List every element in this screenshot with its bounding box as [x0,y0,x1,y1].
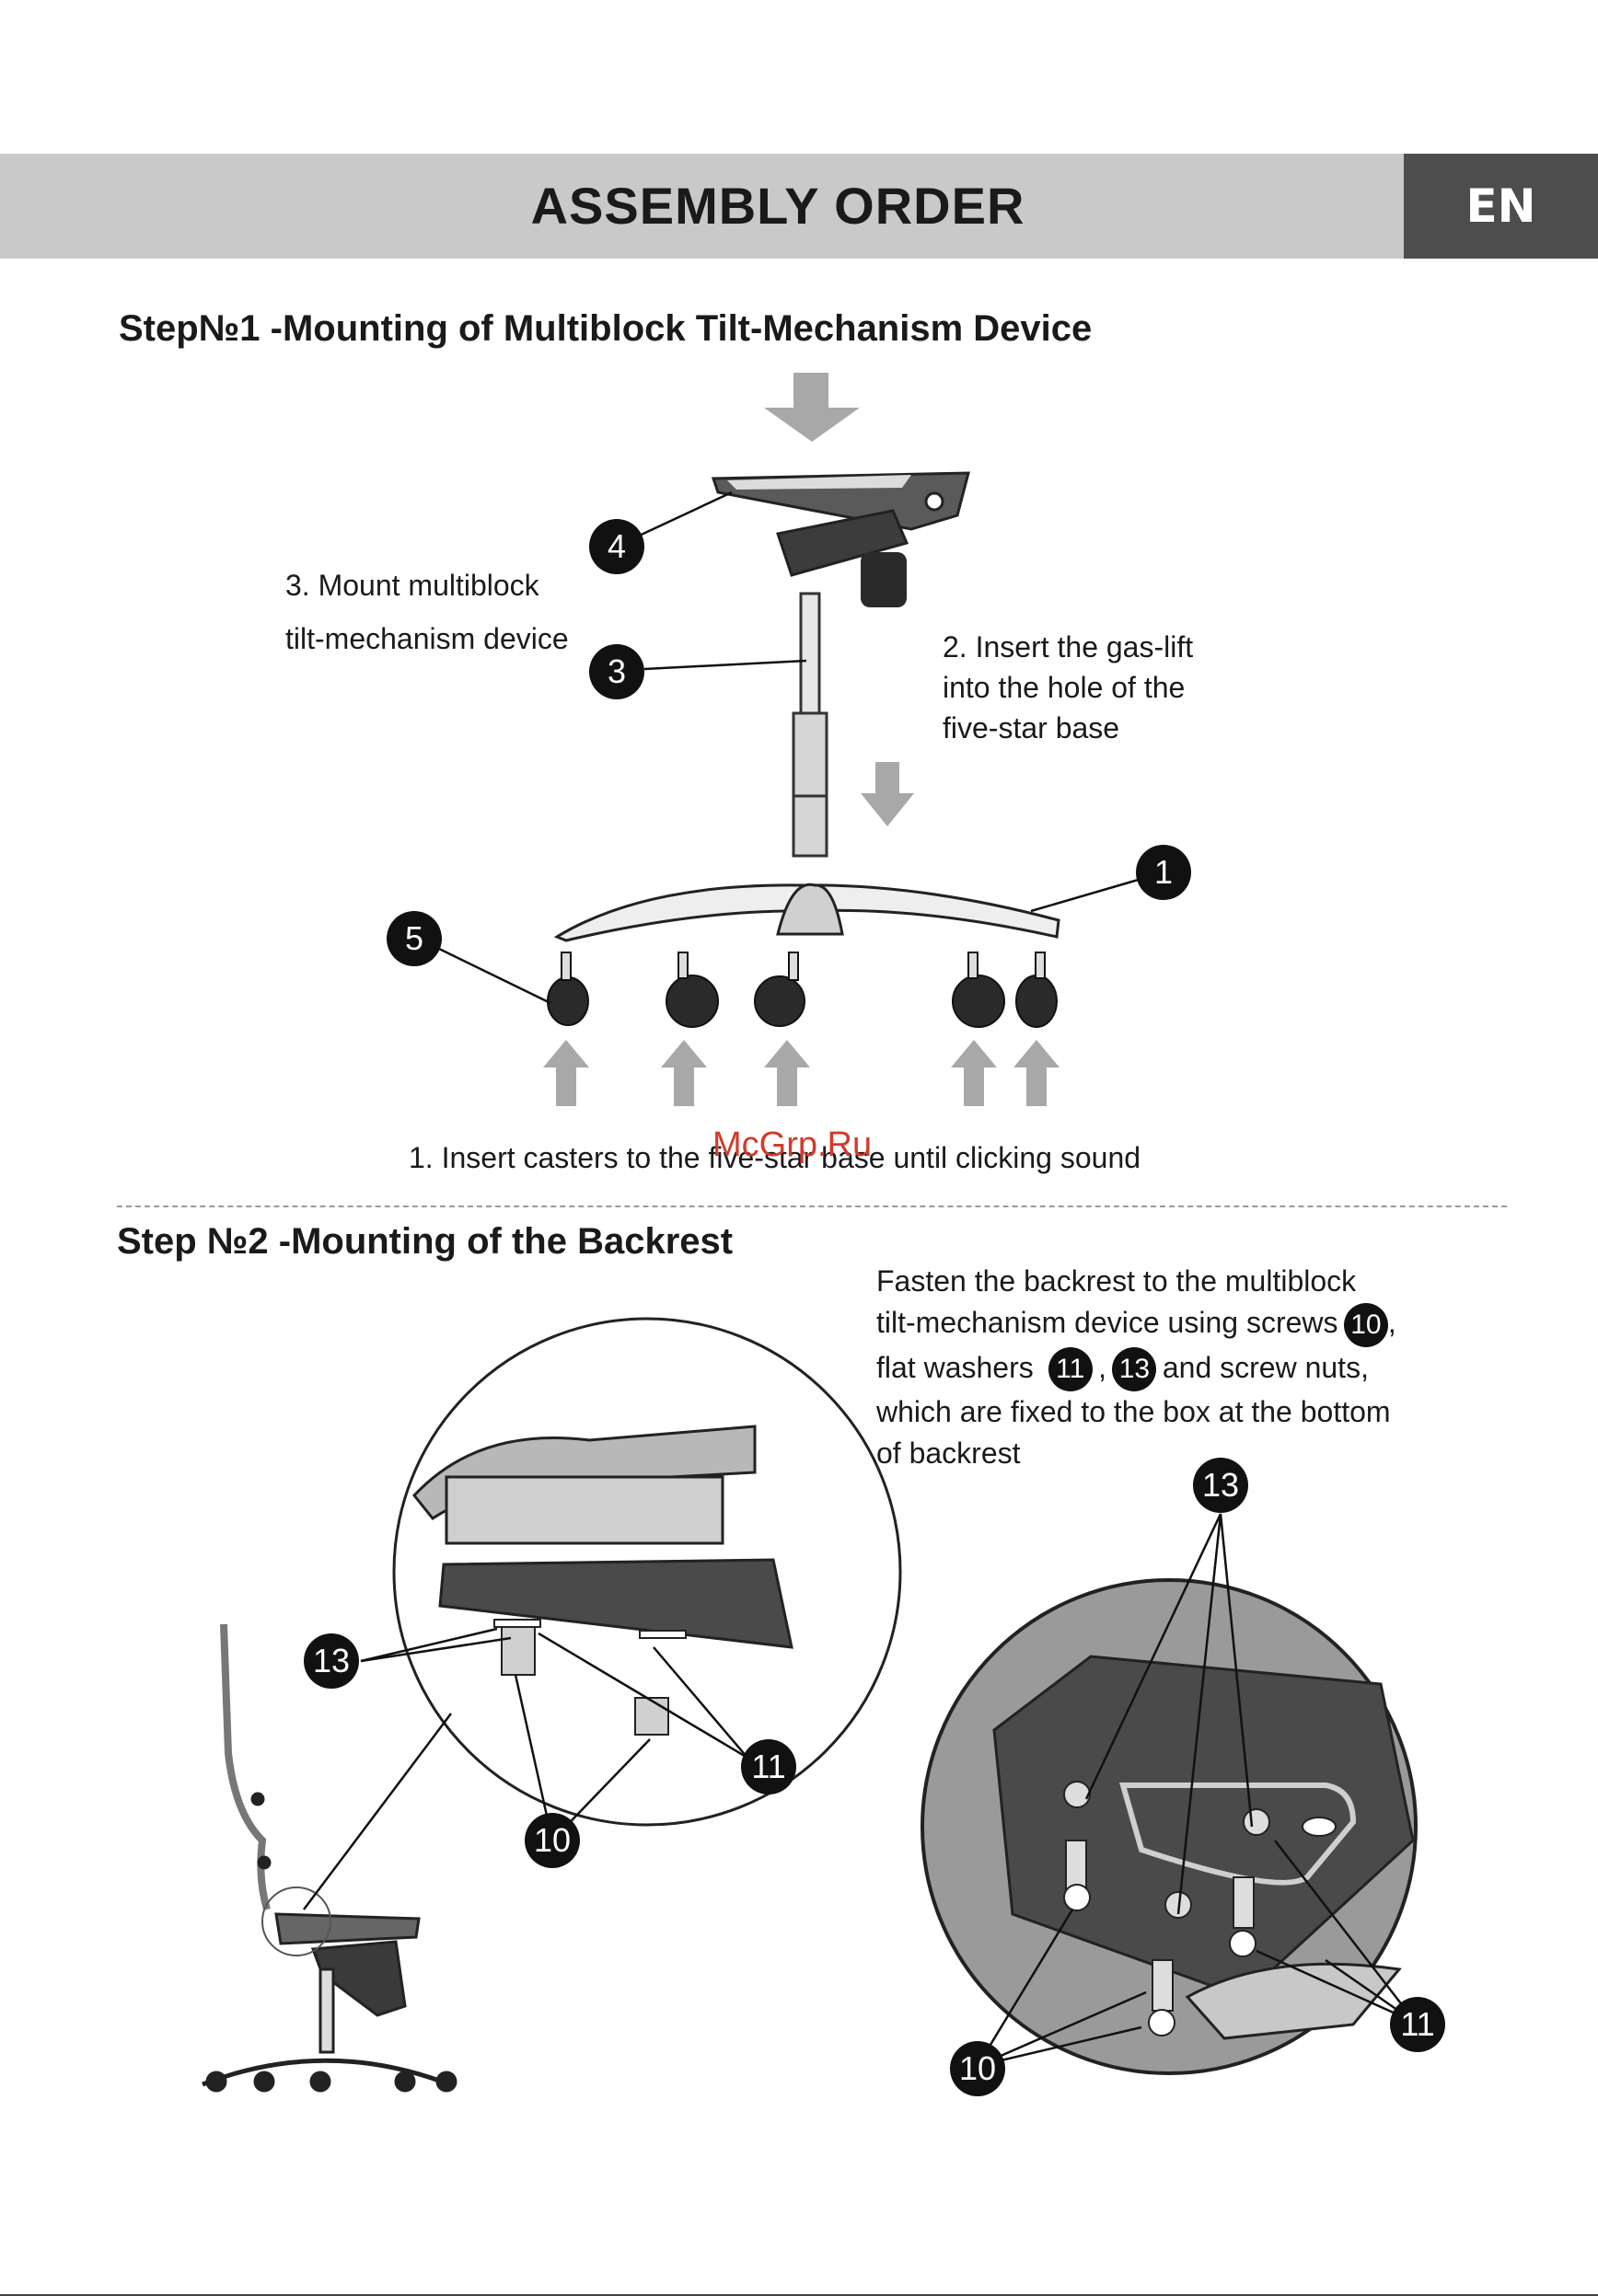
arrow-down-top-icon [764,373,860,442]
callout-right-10: 10 [950,2041,1005,2096]
callout-4: 4 [589,519,644,574]
step2-title: Step №2 -Mounting of the Backrest [117,1221,734,1262]
callout-left-10: 10 [525,1813,580,1868]
page-title: ASSEMBLY ORDER [530,177,1025,235]
footer-line [0,2294,1598,2296]
caption-step2-line2: into the hole of the [943,671,1186,704]
fasten-line-3-end: and screw nuts, [1162,1350,1369,1384]
step2-right-leader-lines [976,1513,1417,2068]
fasten-line-4: which are fixed to the box at the bottom [876,1395,1391,1429]
fasten-comma-2: , [1098,1350,1107,1384]
fasten-line-3: flat washers 11 , 13 and screw nuts, [876,1347,1396,1392]
watermark: McGrp.Ru [712,1125,873,1164]
backrest-detail-zoom-left [392,1317,902,1827]
arrow-up-casters-icon [543,1040,1060,1106]
header-band [0,154,1404,259]
fasten-line-2-text: tilt-mechanism device using screws [876,1306,1338,1339]
callout-right-11: 11 [1390,1997,1445,2052]
caption-step3-line2: tilt-mechanism device [285,622,569,655]
caption-step2-line3: five-star base [943,711,1120,744]
fasten-comma-1: , [1387,1306,1396,1339]
casters-illustration [547,952,1058,1028]
caption-step1: 1. Insert casters to the five-star base … [409,1141,1141,1174]
fasten-line-3-text: flat washers [876,1350,1034,1384]
fasten-instructions: Fasten the backrest to the multiblock ti… [876,1261,1396,1474]
step1-leader-lines [436,490,1142,1005]
section-divider [117,1206,1507,1207]
callout-left-11: 11 [741,1739,796,1794]
tilt-mechanism-illustration [711,471,970,607]
chair-side-view-illustration [202,1623,457,2093]
callout-1: 1 [1136,845,1191,900]
step1-title: Step№1 -Mounting of Multiblock Tilt-Mech… [119,308,1093,349]
fasten-line-1: Fasten the backrest to the multiblock [876,1264,1357,1298]
caption-step2-line1: 2. Insert the gas-lift [943,630,1194,663]
callout-5: 5 [387,911,442,966]
five-star-base-illustration [553,883,1060,942]
inline-callout-11: 11 [1048,1347,1093,1392]
inline-callout-13: 13 [1112,1347,1157,1392]
callout-left-13: 13 [304,1633,359,1689]
callout-right-13: 13 [1193,1458,1248,1513]
fasten-line-2: tilt-mechanism device using screws 10, [876,1302,1396,1347]
fasten-line-5: of backrest [876,1436,1021,1471]
language-badge: EN [1404,154,1598,259]
arrow-down-gaslift-icon [861,762,914,826]
callout-3: 3 [589,644,644,699]
caption-step3-line1: 3. Mount multiblock [285,569,539,602]
inline-callout-10: 10 [1343,1302,1388,1347]
gas-lift-illustration [792,592,828,858]
backrest-detail-zoom-right [921,1578,1418,2075]
